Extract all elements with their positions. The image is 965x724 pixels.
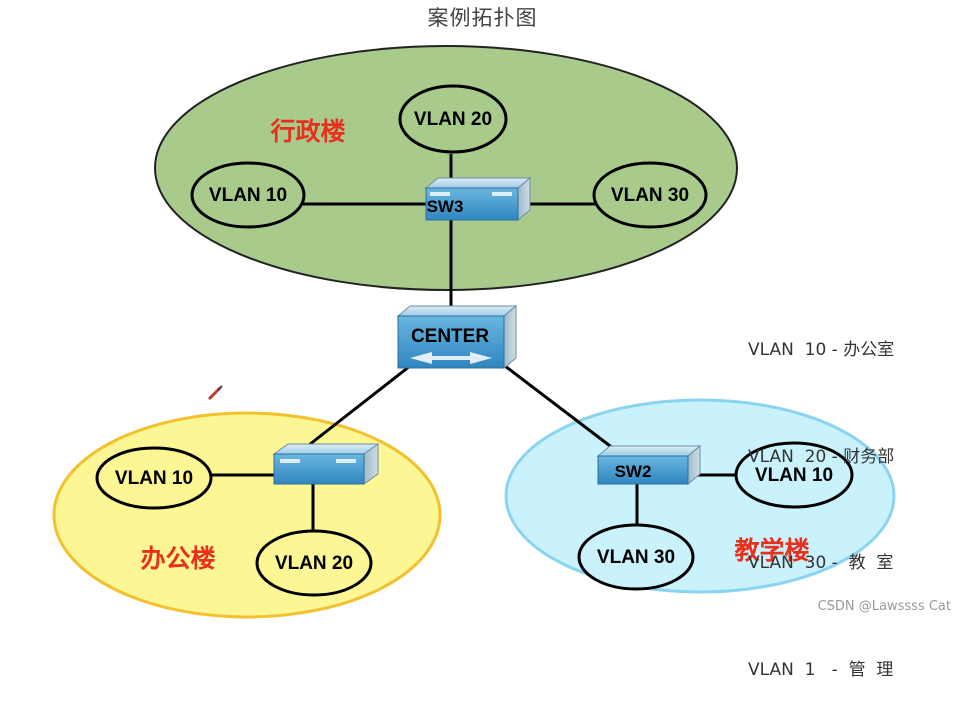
admin-vlan10-label: VLAN 10 <box>209 185 287 206</box>
center-switch-icon: CENTER <box>396 304 518 370</box>
office-vlan20-label: VLAN 20 <box>275 553 353 574</box>
legend-item: VLAN 10 - 办公室 <box>748 340 895 360</box>
admin-vlan20-node <box>398 84 508 154</box>
teaching-building-label: 教学楼 <box>734 536 809 565</box>
sw3-label: SW3 <box>427 197 464 216</box>
admin-building-zone <box>154 45 738 291</box>
network-links <box>208 154 738 530</box>
center-label: CENTER <box>411 326 489 347</box>
office-vlan20-node <box>255 529 373 597</box>
office-vlan10-label: VLAN 10 <box>115 468 193 489</box>
legend-item: VLAN 1 - 管 理 <box>748 659 894 680</box>
sw2-switch-icon: SW2 <box>596 444 702 486</box>
teach-vlan30-node <box>577 523 695 591</box>
admin-building-label: 行政楼 <box>269 117 345 146</box>
sw1-switch-icon <box>272 443 380 485</box>
teach-vlan10-label: VLAN 10 <box>755 465 833 486</box>
sw2-label: SW2 <box>615 462 652 481</box>
diagram-title: 案例拓扑图 <box>427 6 538 30</box>
link-center-sw1 <box>299 364 411 454</box>
office-vlan10-node <box>95 446 213 510</box>
legend-item: VLAN 20 - 财务部 <box>748 446 895 467</box>
admin-vlan10-node <box>190 161 306 229</box>
legend-item: VLAN 30 - 教 室 <box>748 553 894 573</box>
pencil-cursor-icon <box>207 385 223 401</box>
vlan-legend: VLAN 10 - 办公室 VLAN 20 - 财务部 VLAN 30 - 教 … <box>748 262 894 724</box>
csdn-watermark: CSDN @Lawssss Cat <box>817 599 951 614</box>
teach-vlan30-label: VLAN 30 <box>597 547 675 568</box>
sw3-switch-icon: SW3 <box>424 176 532 222</box>
admin-vlan20-label: VLAN 20 <box>414 109 492 130</box>
office-building-label: 办公楼 <box>140 544 215 573</box>
admin-vlan30-label: VLAN 30 <box>611 185 689 206</box>
topology-diagram: VLAN 10 VLAN 20 VLAN 30 VLAN 10 VLAN 20 … <box>52 45 896 619</box>
admin-vlan30-node <box>592 161 708 229</box>
teach-vlan10-node <box>734 441 854 509</box>
link-center-sw2 <box>504 364 619 454</box>
office-building-zone <box>52 411 442 619</box>
